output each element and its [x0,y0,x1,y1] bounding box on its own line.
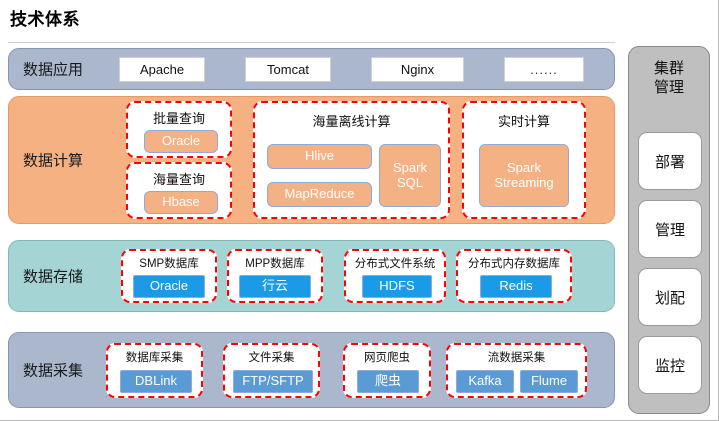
layer-storage-label: 数据存储 [23,268,84,286]
chip-redis[interactable]: Redis [480,275,552,298]
compute-group-realtime-title: 实时计算 [497,114,550,129]
storage-group-smp-title: SMP数据库 [139,258,199,270]
layer-compute-label: 数据计算 [23,152,84,170]
collection-group-stream-title: 流数据采集 [487,352,546,364]
cluster-management-panel: 集群 管理 部署 管理 划配 监控 [628,46,710,414]
title-divider [8,42,615,43]
chip-spark-sql-line2: SQL [396,174,423,190]
chip-oracle-batch[interactable]: Oracle [144,130,218,153]
sidebar-item-deploy[interactable]: 部署 [638,132,702,190]
chip-mapreduce[interactable]: MapReduce [267,182,372,207]
chip-kafka[interactable]: Kafka [456,370,514,393]
sidebar-item-monitor[interactable]: 监控 [638,336,702,394]
chip-spark-streaming-line2: Streaming [494,174,554,190]
compute-group-offline-title: 海量离线计算 [312,114,391,129]
chip-oracle-storage[interactable]: Oracle [133,275,205,298]
compute-group-batch-query-title: 批量查询 [152,111,205,126]
chip-hbase[interactable]: Hbase [144,191,218,214]
storage-group-dfs-title: 分布式文件系统 [354,258,436,270]
chip-spark-sql[interactable]: Spark SQL [379,144,441,207]
app-box-nginx[interactable]: Nginx [371,57,464,82]
storage-group-smp: SMP数据库 Oracle [121,249,217,303]
layer-application-label: 数据应用 [23,61,84,79]
chip-hlive[interactable]: Hlive [267,144,372,169]
storage-group-memdb-title: 分布式内存数据库 [468,258,560,270]
chip-hdfs[interactable]: HDFS [362,275,432,298]
collection-group-db-title: 数据库采集 [125,352,184,364]
compute-group-offline: 海量离线计算 Hlive MapReduce Spark SQL [253,101,450,219]
cluster-management-title: 集群 管理 [629,59,709,97]
collection-group-db: 数据库采集 DBLink [106,343,203,398]
compute-group-realtime: 实时计算 Spark Streaming [462,101,586,219]
collection-group-crawler-title: 网页爬虫 [364,352,410,364]
sidebar-item-allocate[interactable]: 划配 [638,268,702,326]
sidebar-item-manage[interactable]: 管理 [638,200,702,258]
app-box-more[interactable]: ...... [504,57,584,82]
chip-ftp-sftp[interactable]: FTP/SFTP [233,370,313,393]
chip-spark-streaming[interactable]: Spark Streaming [479,144,569,207]
collection-group-file: 文件采集 FTP/SFTP [223,343,320,398]
compute-group-batch-query: 批量查询 Oracle [126,101,232,158]
chip-flume[interactable]: Flume [520,370,578,393]
storage-group-memdb: 分布式内存数据库 Redis [456,249,572,303]
chip-spark-streaming-line1: Spark [507,159,541,175]
storage-group-mpp: MPP数据库 行云 [227,249,323,303]
chip-spark-sql-line1: Spark [393,159,427,175]
app-box-apache[interactable]: Apache [119,57,205,82]
compute-group-massive-query: 海量查询 Hbase [126,162,232,219]
layer-collection-label: 数据采集 [23,362,84,380]
chip-dblink[interactable]: DBLink [120,370,192,393]
app-box-tomcat[interactable]: Tomcat [245,57,331,82]
chip-crawler[interactable]: 爬虫 [357,370,419,393]
chip-xingyun[interactable]: 行云 [239,275,311,298]
compute-group-massive-query-title: 海量查询 [152,172,205,187]
collection-group-stream: 流数据采集 Kafka Flume [446,343,587,398]
collection-group-crawler: 网页爬虫 爬虫 [343,343,431,398]
storage-group-mpp-title: MPP数据库 [245,258,305,270]
collection-group-file-title: 文件采集 [248,352,295,364]
cluster-management-title-line1: 集群 [653,60,684,77]
cluster-management-title-line2: 管理 [653,79,684,97]
storage-group-dfs: 分布式文件系统 HDFS [344,249,446,303]
page-title: 技术体系 [10,10,80,29]
